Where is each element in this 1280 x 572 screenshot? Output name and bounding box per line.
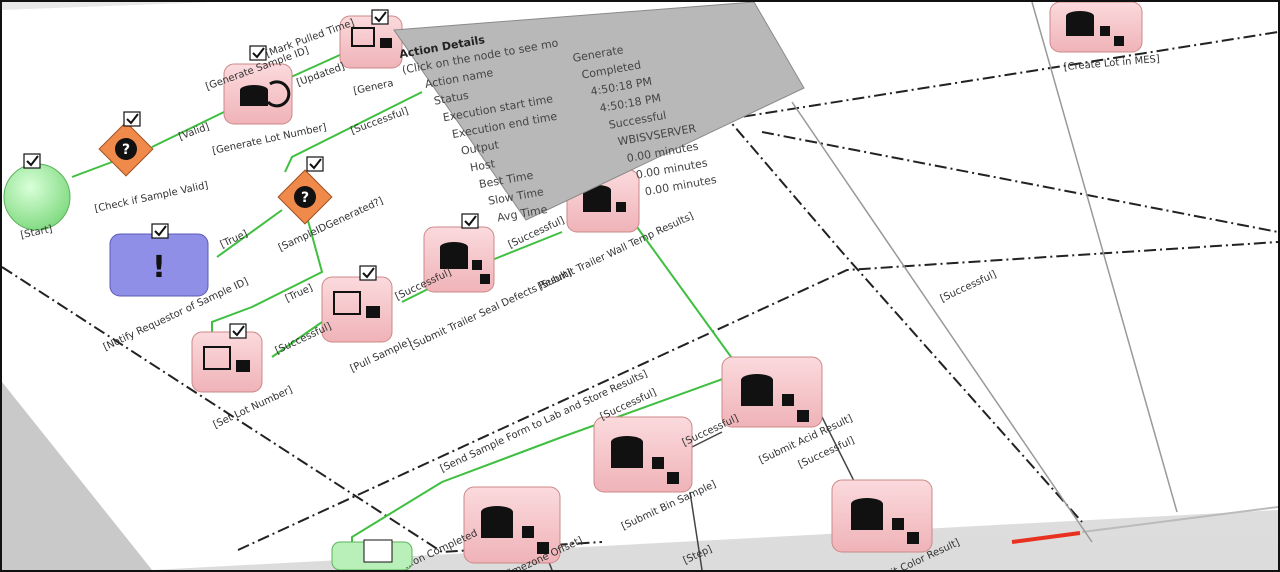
question-icon — [294, 186, 316, 208]
document-flow-icon — [191, 331, 263, 393]
node-generate-lot[interactable] — [223, 63, 293, 125]
node-sample-generated[interactable]: ? — [277, 169, 333, 225]
edge-submit-wall — [491, 231, 563, 261]
node-create-lot-mes[interactable] — [1049, 2, 1143, 53]
node-submit-color[interactable] — [831, 479, 933, 553]
canvas-edge — [1081, 506, 1278, 533]
edge-bin-step — [689, 491, 703, 570]
node-timezone[interactable] — [463, 486, 561, 564]
connector — [791, 101, 1093, 543]
svg-text:!: ! — [152, 250, 166, 285]
edge-acid-color — [821, 416, 858, 488]
node-set-lot[interactable] — [191, 331, 263, 393]
node-notify[interactable]: ! — [109, 233, 209, 297]
lane-boundary — [721, 31, 1278, 121]
node-generate-top[interactable] — [339, 15, 403, 69]
svg-text:?: ? — [122, 142, 130, 158]
scroll-indicator[interactable] — [1011, 531, 1081, 544]
node-pull-sample[interactable] — [321, 276, 393, 343]
edge-true2 — [211, 216, 324, 342]
node-completed[interactable] — [331, 539, 413, 570]
document-flow-icon — [321, 276, 393, 343]
edge-successful — [284, 91, 423, 173]
start-icon — [3, 163, 71, 231]
lane-boundary — [721, 111, 1083, 523]
edge-start-check — [71, 161, 113, 178]
node-submit-trailer-seal[interactable] — [423, 226, 495, 293]
edge-setlot-pull — [271, 321, 323, 358]
lane-boundary — [237, 241, 1278, 551]
tooltip-key: Status — [433, 89, 470, 108]
tooltip-panel — [393, 2, 805, 221]
node-submit-acid[interactable] — [721, 356, 823, 428]
action-details-tooltip: Action Details (Click on the node to see… — [393, 2, 805, 224]
node-start[interactable] — [3, 163, 71, 231]
svg-text:?: ? — [301, 190, 309, 206]
question-icon — [115, 138, 137, 160]
edge-check-generate — [151, 111, 225, 148]
check-marks — [23, 9, 479, 339]
connector — [1031, 2, 1178, 513]
canvas-shadow — [2, 382, 152, 570]
tooltip-key: Host — [469, 157, 497, 174]
node-check-sample[interactable]: ? — [98, 121, 154, 177]
edge-true — [216, 209, 283, 258]
node-submit-bin[interactable] — [593, 416, 693, 493]
database-flow-icon — [1049, 2, 1143, 53]
